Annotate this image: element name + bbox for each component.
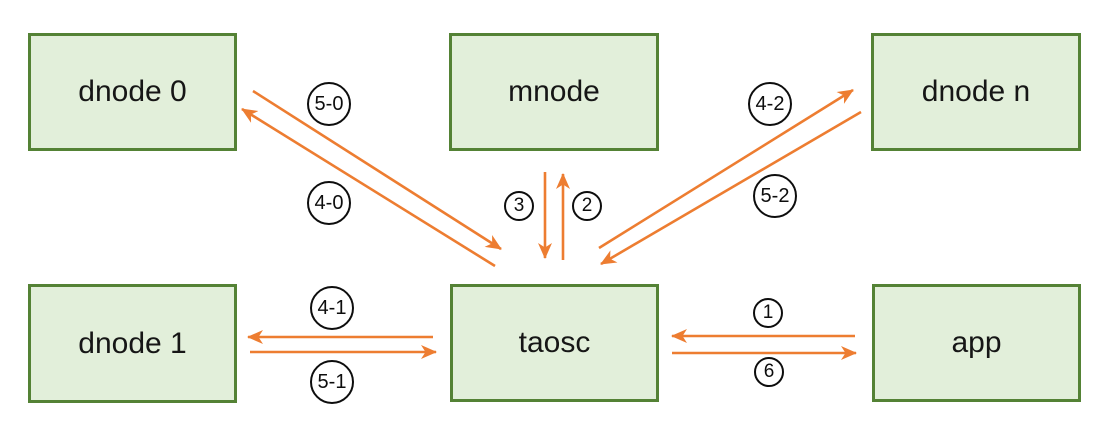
node-dnode-n: dnode n: [871, 33, 1081, 151]
node-app-label: app: [951, 326, 1002, 359]
node-dnode-0-label: dnode 0: [78, 75, 187, 108]
edge-label-4-1: 4-1: [310, 286, 354, 330]
node-mnode-label: mnode: [508, 75, 600, 108]
node-taosc-label: taosc: [518, 326, 591, 359]
edge-label-6: 6: [754, 357, 784, 387]
node-dnode-1: dnode 1: [28, 284, 237, 403]
edge-label-5-1: 5-1: [310, 360, 354, 404]
arrow-taosc-to-dnode0: [241, 107, 496, 268]
arrow-taosc-to-dnoden: [598, 88, 854, 250]
edge-label-5-2: 5-2: [753, 174, 797, 218]
edge-label-2: 2: [572, 191, 602, 221]
arrow-dnoden-to-taosc: [600, 110, 862, 266]
edge-label-1: 1: [753, 298, 783, 328]
node-dnode-n-label: dnode n: [921, 75, 1031, 108]
arrow-dnode0-to-taosc: [252, 89, 502, 251]
edge-label-4-0: 4-0: [307, 181, 351, 225]
node-dnode-1-label: dnode 1: [78, 326, 187, 360]
node-taosc: taosc: [450, 284, 659, 402]
edge-label-5-0: 5-0: [307, 82, 351, 126]
edge-label-4-2: 4-2: [748, 82, 792, 126]
node-app: app: [872, 284, 1081, 402]
node-dnode-0: dnode 0: [28, 33, 237, 151]
node-mnode: mnode: [449, 33, 659, 151]
edge-label-3: 3: [504, 191, 534, 221]
